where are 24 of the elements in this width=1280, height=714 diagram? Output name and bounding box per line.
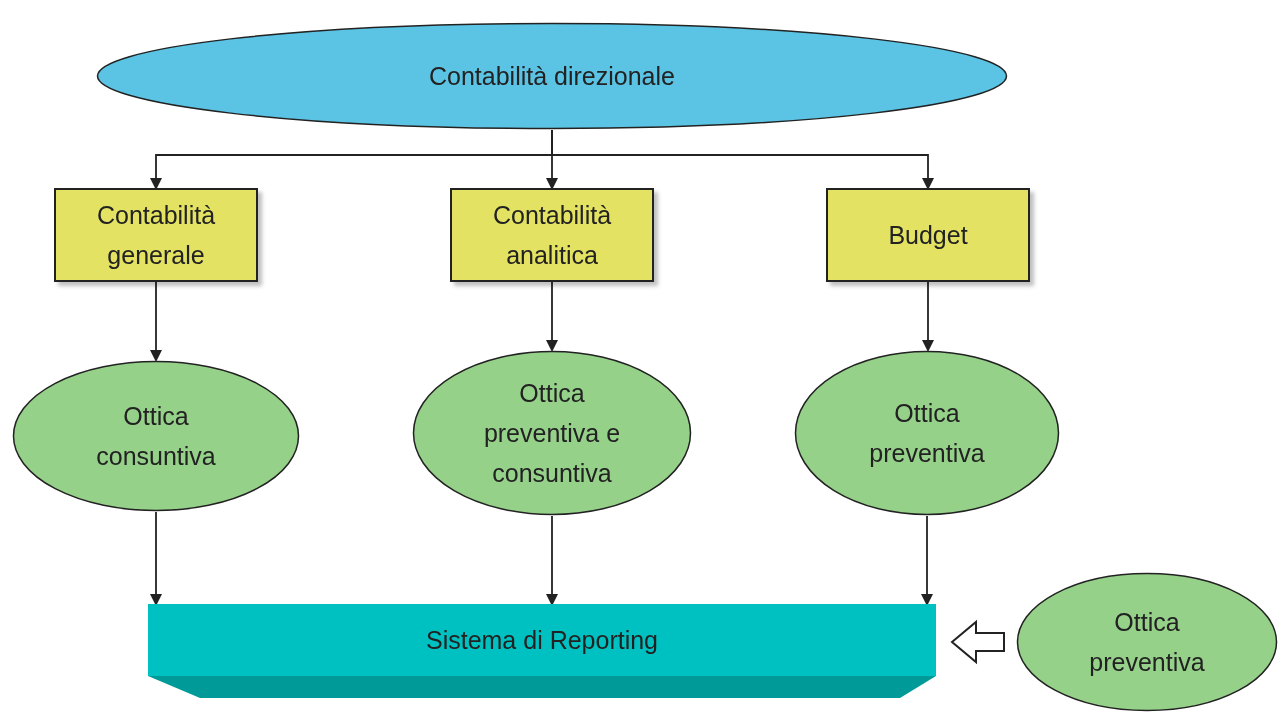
arrow <box>922 281 934 352</box>
node-label: Contabilità analitica <box>491 200 613 271</box>
node-label: Sistema di Reporting <box>425 625 659 656</box>
arrow <box>921 515 933 606</box>
oval-node <box>412 350 692 516</box>
process-box <box>54 188 258 282</box>
node-label: Budget <box>888 220 968 251</box>
arrow <box>546 515 558 606</box>
oval-node <box>1016 572 1278 712</box>
node-label: Ottica consuntiva <box>95 401 217 472</box>
arrow <box>150 281 162 362</box>
oval-node <box>12 360 300 512</box>
process-box <box>826 188 1030 282</box>
block-arrow <box>950 619 1005 665</box>
arrow <box>546 281 558 352</box>
oval-node <box>96 22 1008 130</box>
oval-node <box>794 350 1060 516</box>
process-box <box>450 188 654 282</box>
node-label: Contabilità generale <box>95 200 217 271</box>
node-label: Ottica preventiva e consuntiva <box>482 378 622 489</box>
node-label: Ottica preventiva <box>1088 607 1206 678</box>
node-label: Contabilità direzionale <box>429 61 675 92</box>
arrow <box>150 511 162 606</box>
node-label: Ottica preventiva <box>868 398 986 469</box>
